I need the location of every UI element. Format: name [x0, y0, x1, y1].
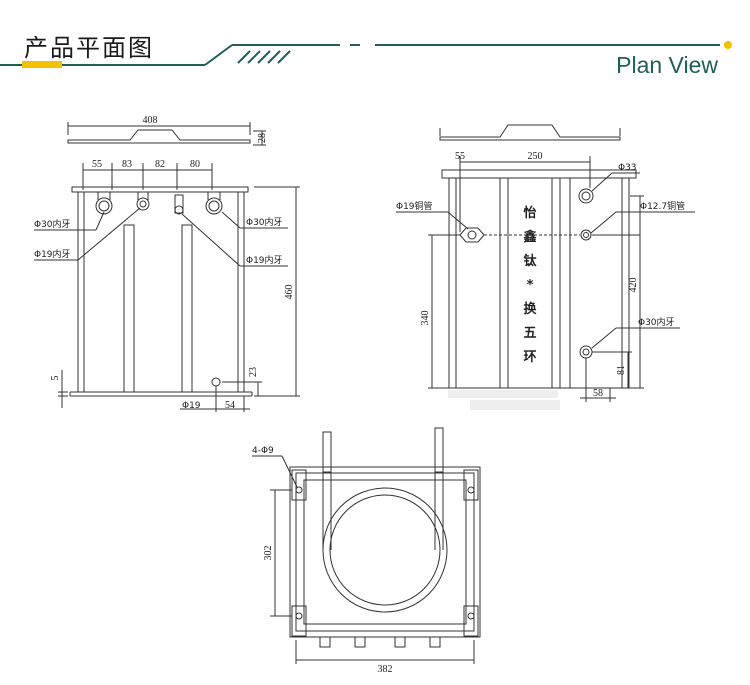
page-subtitle: Plan View — [616, 52, 718, 78]
header-decoration — [0, 41, 732, 68]
dim-lid-height: 28 — [257, 133, 268, 143]
side-view-labels: 55 250 Φ33 Φ19铜管 Φ12.7铜管 Φ30内牙 420 340 8… — [396, 151, 685, 399]
label-copper-right: Φ12.7铜管 — [640, 200, 685, 212]
label-holes: 4-Φ9 — [252, 446, 274, 456]
dim-height: 460 — [284, 285, 295, 300]
label-left-top: Φ30内牙 — [34, 218, 71, 230]
brand-char-5: 换 — [523, 301, 537, 317]
label-left-bottom: Φ19内牙 — [34, 248, 71, 260]
dim-offset-2: 83 — [122, 159, 132, 170]
label-right-top: Φ30内牙 — [246, 216, 283, 228]
dim-top-width: 250 — [528, 151, 543, 162]
dim-offset-3: 82 — [155, 159, 165, 170]
dim-offset-4: 80 — [190, 159, 200, 170]
dim-top-left: 55 — [455, 151, 465, 162]
dim-offset-1: 55 — [92, 159, 102, 170]
label-port-top: Φ33 — [618, 163, 637, 173]
brand-char-7: 环 — [523, 350, 536, 365]
dim-lid-width: 408 — [143, 115, 158, 126]
front-view — [34, 122, 300, 412]
dim-depth: 302 — [263, 546, 274, 561]
label-copper-left: Φ19铜管 — [396, 200, 433, 212]
brand-label: 怡 鑫 钛 * 换 五 环 — [522, 205, 537, 365]
dim-side-height: 420 — [628, 278, 639, 293]
brand-char-3: 钛 — [522, 253, 537, 269]
side-view-faint-reflection — [448, 390, 560, 410]
label-drain: Φ19 — [182, 401, 201, 411]
dim-drain-offset: 54 — [225, 400, 235, 411]
header-highlight-bar — [22, 61, 62, 68]
brand-char-1: 怡 — [523, 205, 536, 221]
dim-drain-height: 23 — [248, 367, 259, 377]
top-view-labels: 4-Φ9 302 382 — [252, 446, 393, 675]
dim-width: 382 — [378, 664, 393, 675]
dim-base: 5 — [50, 376, 61, 381]
label-bottom-port: Φ30内牙 — [638, 316, 675, 328]
dim-bottom-offset: 58 — [593, 388, 603, 399]
dim-inner: 340 — [420, 311, 431, 326]
side-view — [396, 124, 695, 402]
page-title: 产品平面图 — [24, 34, 154, 62]
brand-char-2: 鑫 — [522, 229, 536, 245]
front-view-labels: 408 28 55 83 82 80 Φ30内牙 Φ19内牙 Φ30内牙 Φ19… — [34, 115, 295, 411]
brand-char-6: 五 — [523, 326, 536, 341]
top-view — [252, 427, 481, 664]
brand-char-4: * — [527, 278, 534, 293]
dim-bottom-height: 81 — [616, 365, 627, 375]
label-right-bottom: Φ19内牙 — [246, 254, 283, 266]
